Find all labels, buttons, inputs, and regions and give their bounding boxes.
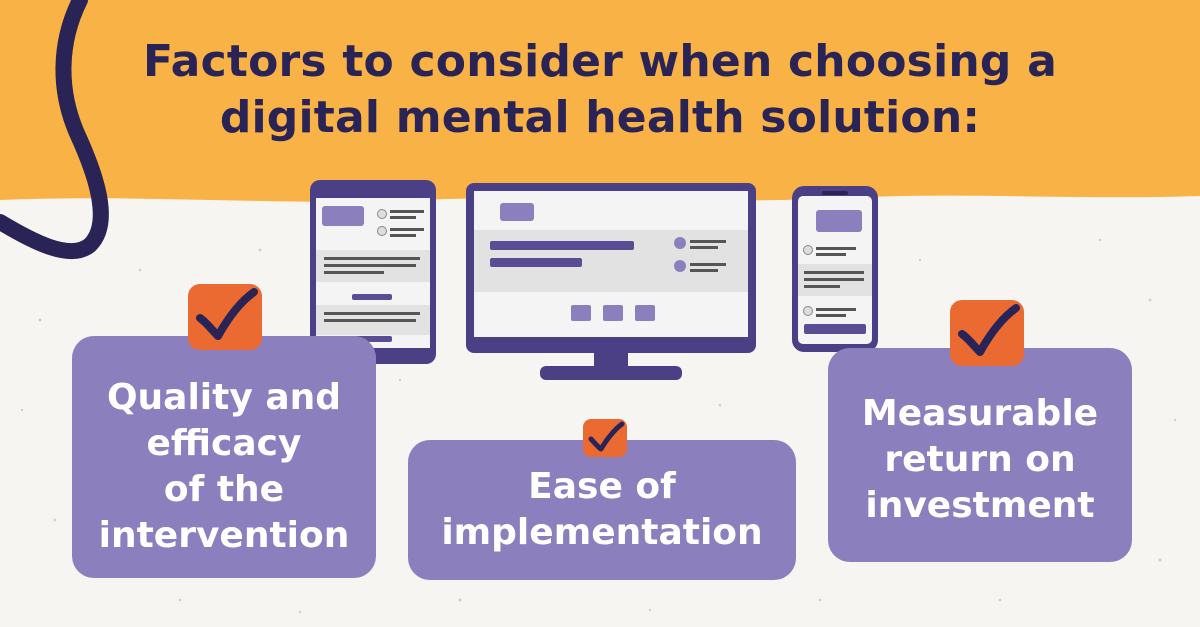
checkmark-icon bbox=[188, 284, 262, 350]
title-line-1: Factors to consider when choosing a bbox=[143, 36, 1057, 87]
factor-line: Quality and bbox=[106, 377, 342, 418]
factor-label: Measurable return on investment bbox=[862, 381, 1098, 529]
navy-swoosh bbox=[0, 0, 109, 260]
checkmark-icon bbox=[950, 300, 1024, 366]
factor-label: Quality and efficacy of the intervention bbox=[99, 355, 350, 559]
factor-line: investment bbox=[865, 485, 1095, 526]
paper-speckles bbox=[20, 238, 1177, 614]
title-line-2: digital mental health solution: bbox=[219, 92, 981, 143]
orange-banner bbox=[0, 0, 1200, 202]
factor-line: intervention bbox=[98, 515, 350, 556]
factor-label: Ease of implementation bbox=[441, 464, 762, 556]
factor-card-quality: Quality and efficacy of the intervention bbox=[72, 336, 376, 578]
factor-card-roi: Measurable return on investment bbox=[828, 348, 1132, 562]
factor-line: efficacy bbox=[146, 423, 302, 464]
factor-line: return on bbox=[884, 439, 1076, 480]
page-title: Factors to consider when choosing a digi… bbox=[100, 34, 1100, 146]
checkmark-icon bbox=[583, 419, 627, 457]
factor-line: of the bbox=[163, 469, 285, 510]
factor-line: Measurable bbox=[861, 393, 1099, 434]
monitor-illustration bbox=[466, 183, 756, 380]
factor-line: Ease of bbox=[528, 466, 676, 507]
factor-line: implementation bbox=[441, 512, 763, 553]
factor-card-ease: Ease of implementation bbox=[408, 440, 796, 580]
phone-illustration bbox=[792, 186, 878, 352]
tablet-illustration bbox=[310, 180, 436, 364]
